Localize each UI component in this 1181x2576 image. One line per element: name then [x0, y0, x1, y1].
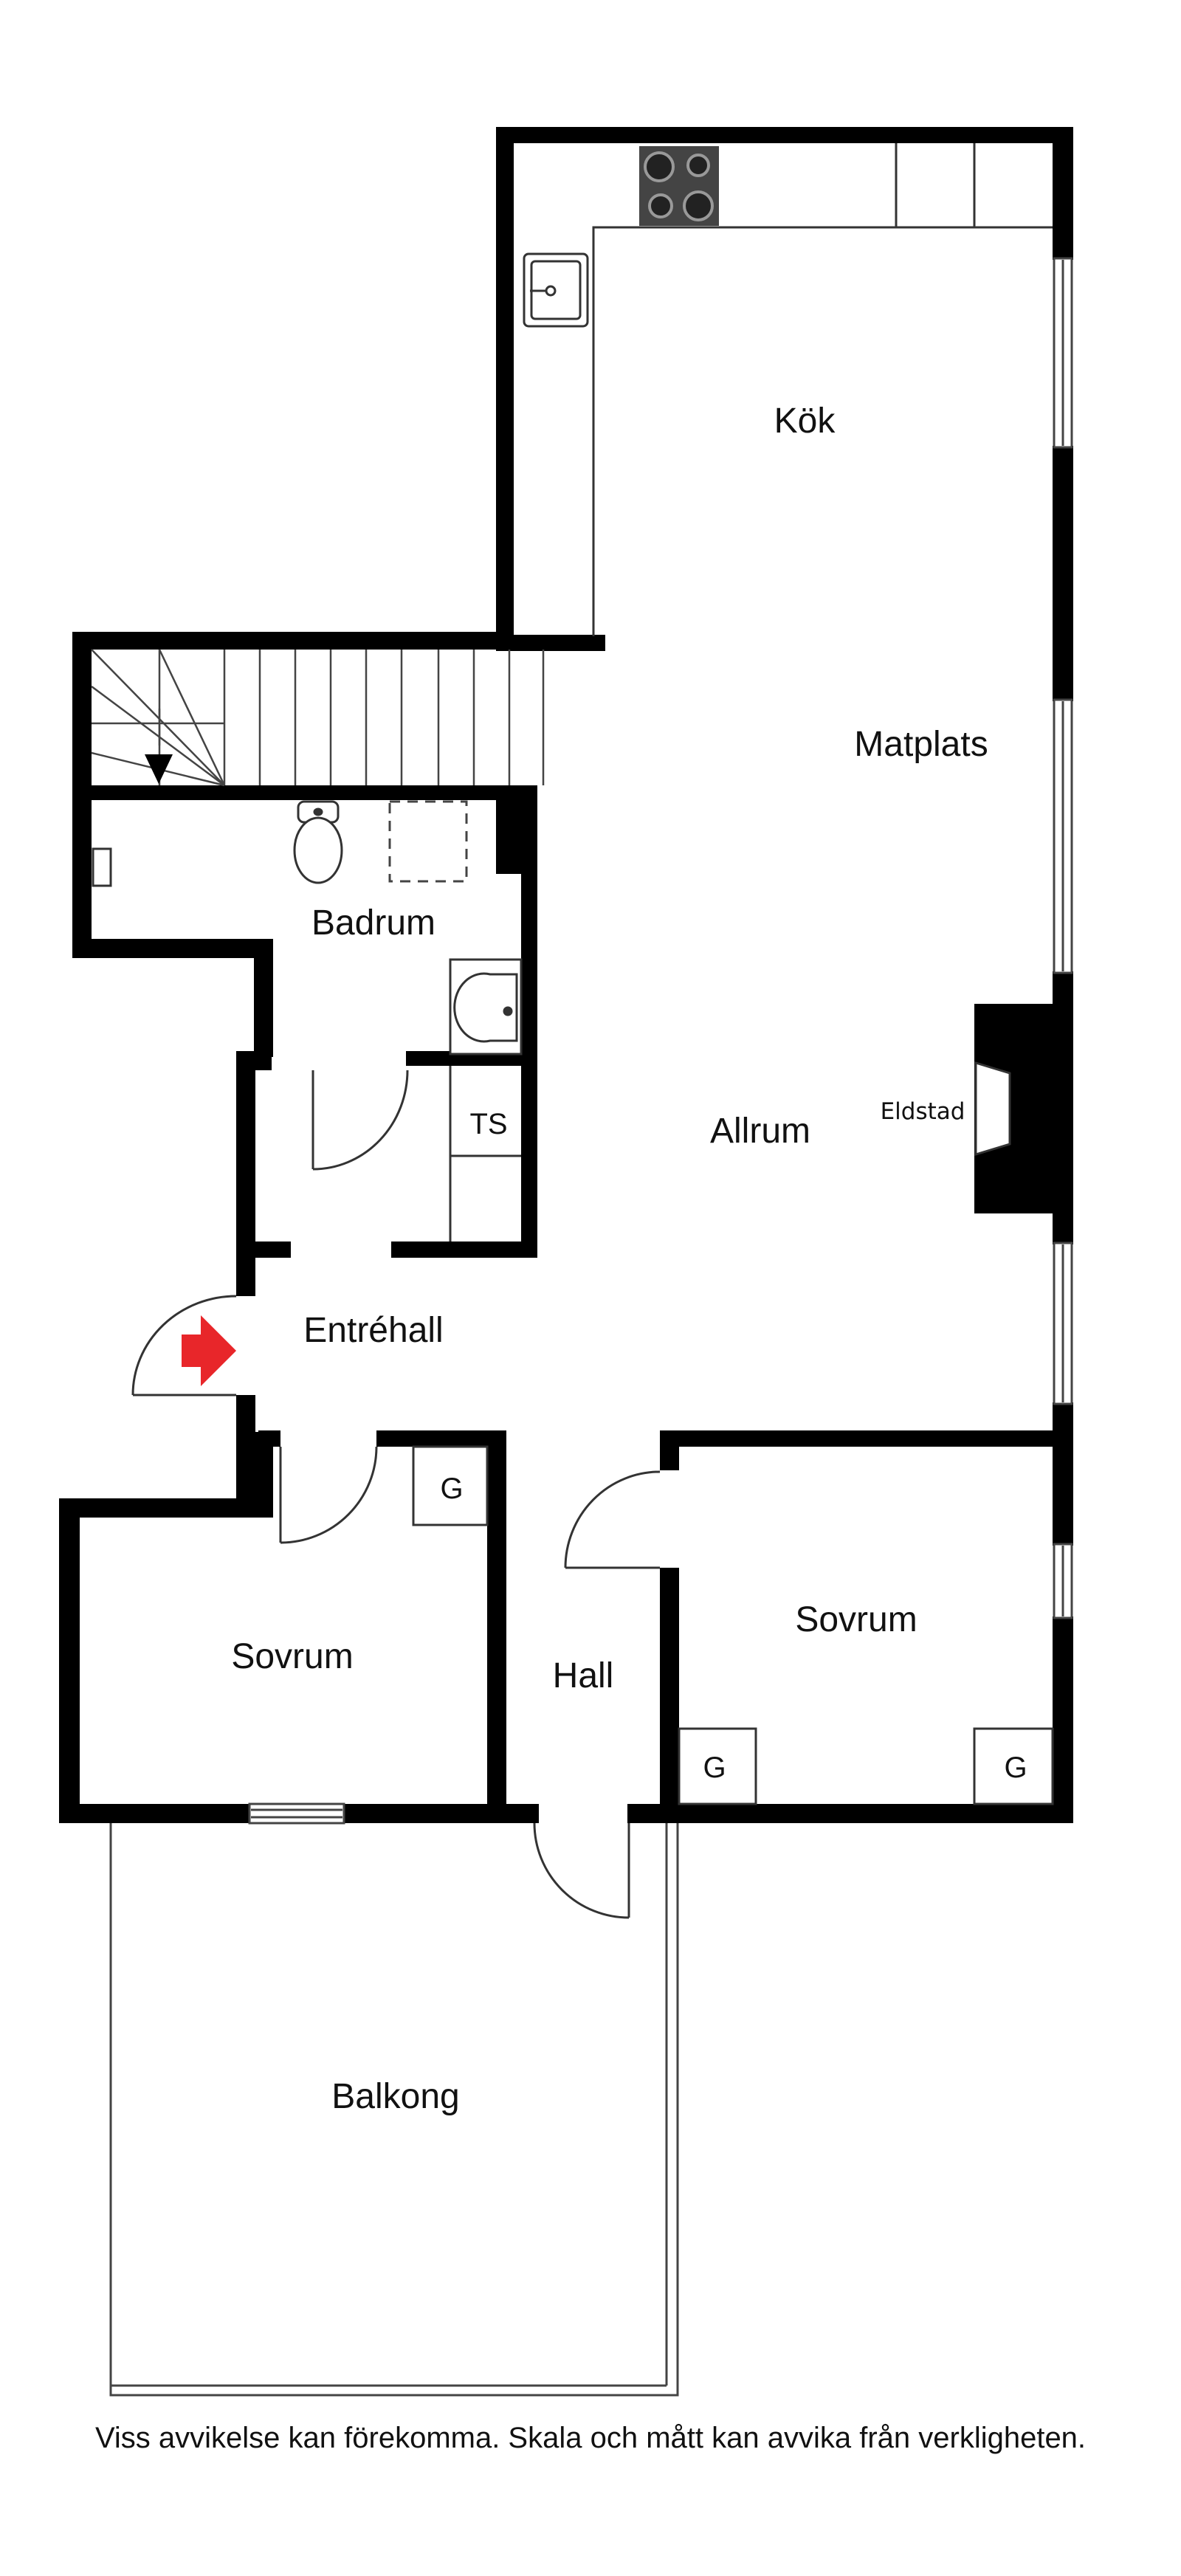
room-label-sovrum-left: Sovrum: [231, 1637, 353, 1676]
room-label-hall: Hall: [553, 1656, 614, 1695]
balcony: [109, 1814, 679, 2397]
shower-outline: [388, 800, 468, 883]
stairs: [91, 649, 545, 787]
label-eldstad: Eldstad: [881, 1098, 965, 1125]
room-label-allrum: Allrum: [710, 1112, 810, 1151]
radiator-icon: [92, 847, 112, 887]
fireplace: [974, 1061, 1011, 1157]
wardrobe-label-g3: G: [1004, 1752, 1027, 1784]
room-label-badrum: Badrum: [311, 903, 435, 943]
disclaimer: Viss avvikelse kan förekomma. Skala och …: [95, 2422, 1086, 2454]
ts-cabinet: [449, 1066, 521, 1241]
toilet-icon: [293, 800, 343, 884]
room-label-sovrum-right: Sovrum: [795, 1600, 917, 1639]
room-label-matplats: Matplats: [854, 725, 988, 764]
kitchen-counter: [592, 143, 1053, 636]
room-label-kok: Kök: [774, 402, 836, 441]
stove-icon: [639, 146, 719, 226]
walls: [59, 127, 1073, 1823]
room-label-entrehall: Entréhall: [303, 1311, 443, 1350]
label-ts: TS: [469, 1108, 507, 1140]
windows: [248, 257, 1073, 1825]
washbasin-icon: [449, 958, 523, 1055]
wardrobe-label-g1: G: [440, 1473, 463, 1505]
room-label-balkong: Balkong: [331, 2077, 459, 2116]
wardrobe-label-g2: G: [703, 1752, 726, 1784]
entrance-arrow-icon: [182, 1315, 236, 1386]
doors: [131, 1070, 661, 1919]
sink-icon: [523, 252, 589, 328]
wardrobes: [412, 1445, 1054, 1805]
stairs-down-arrow-icon: [145, 754, 173, 784]
